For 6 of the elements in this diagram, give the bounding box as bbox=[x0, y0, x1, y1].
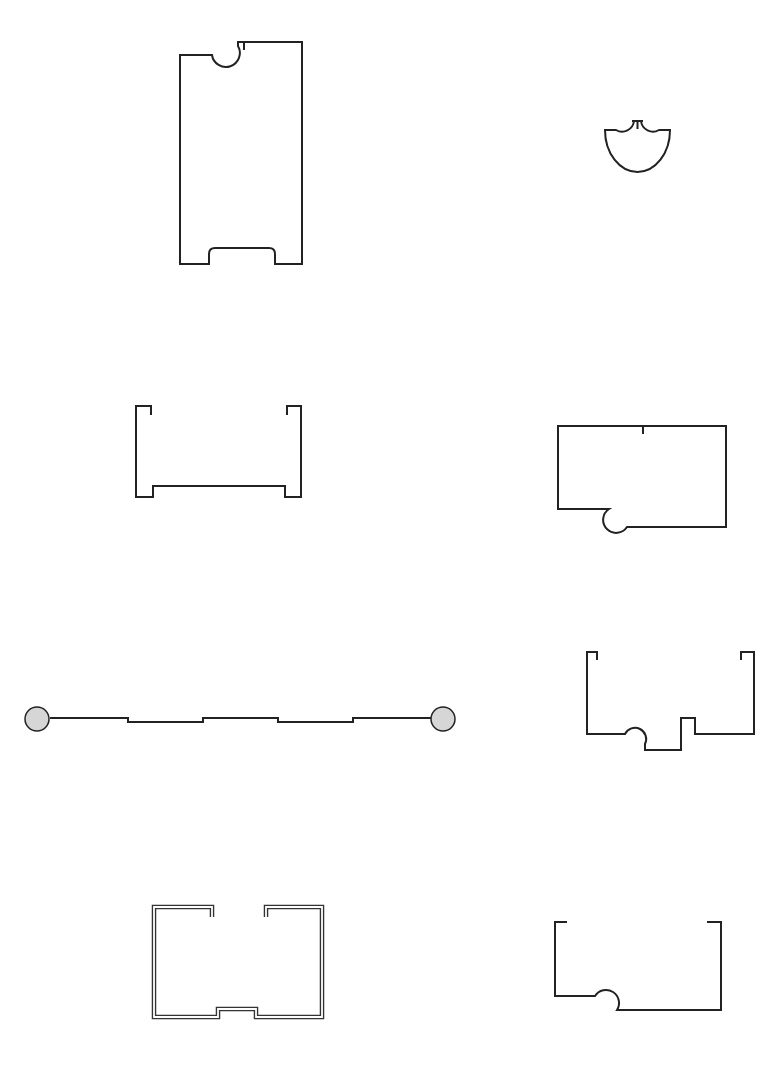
profile-cross-section-drawing bbox=[150, 903, 326, 1021]
profile-cross-section-drawing bbox=[178, 38, 306, 268]
profile-cross-section-drawing bbox=[133, 403, 305, 501]
profile-cross-section-drawing bbox=[555, 423, 730, 533]
profile-cross-section-drawing bbox=[603, 118, 672, 176]
profile-cross-section-drawing bbox=[551, 918, 725, 1014]
